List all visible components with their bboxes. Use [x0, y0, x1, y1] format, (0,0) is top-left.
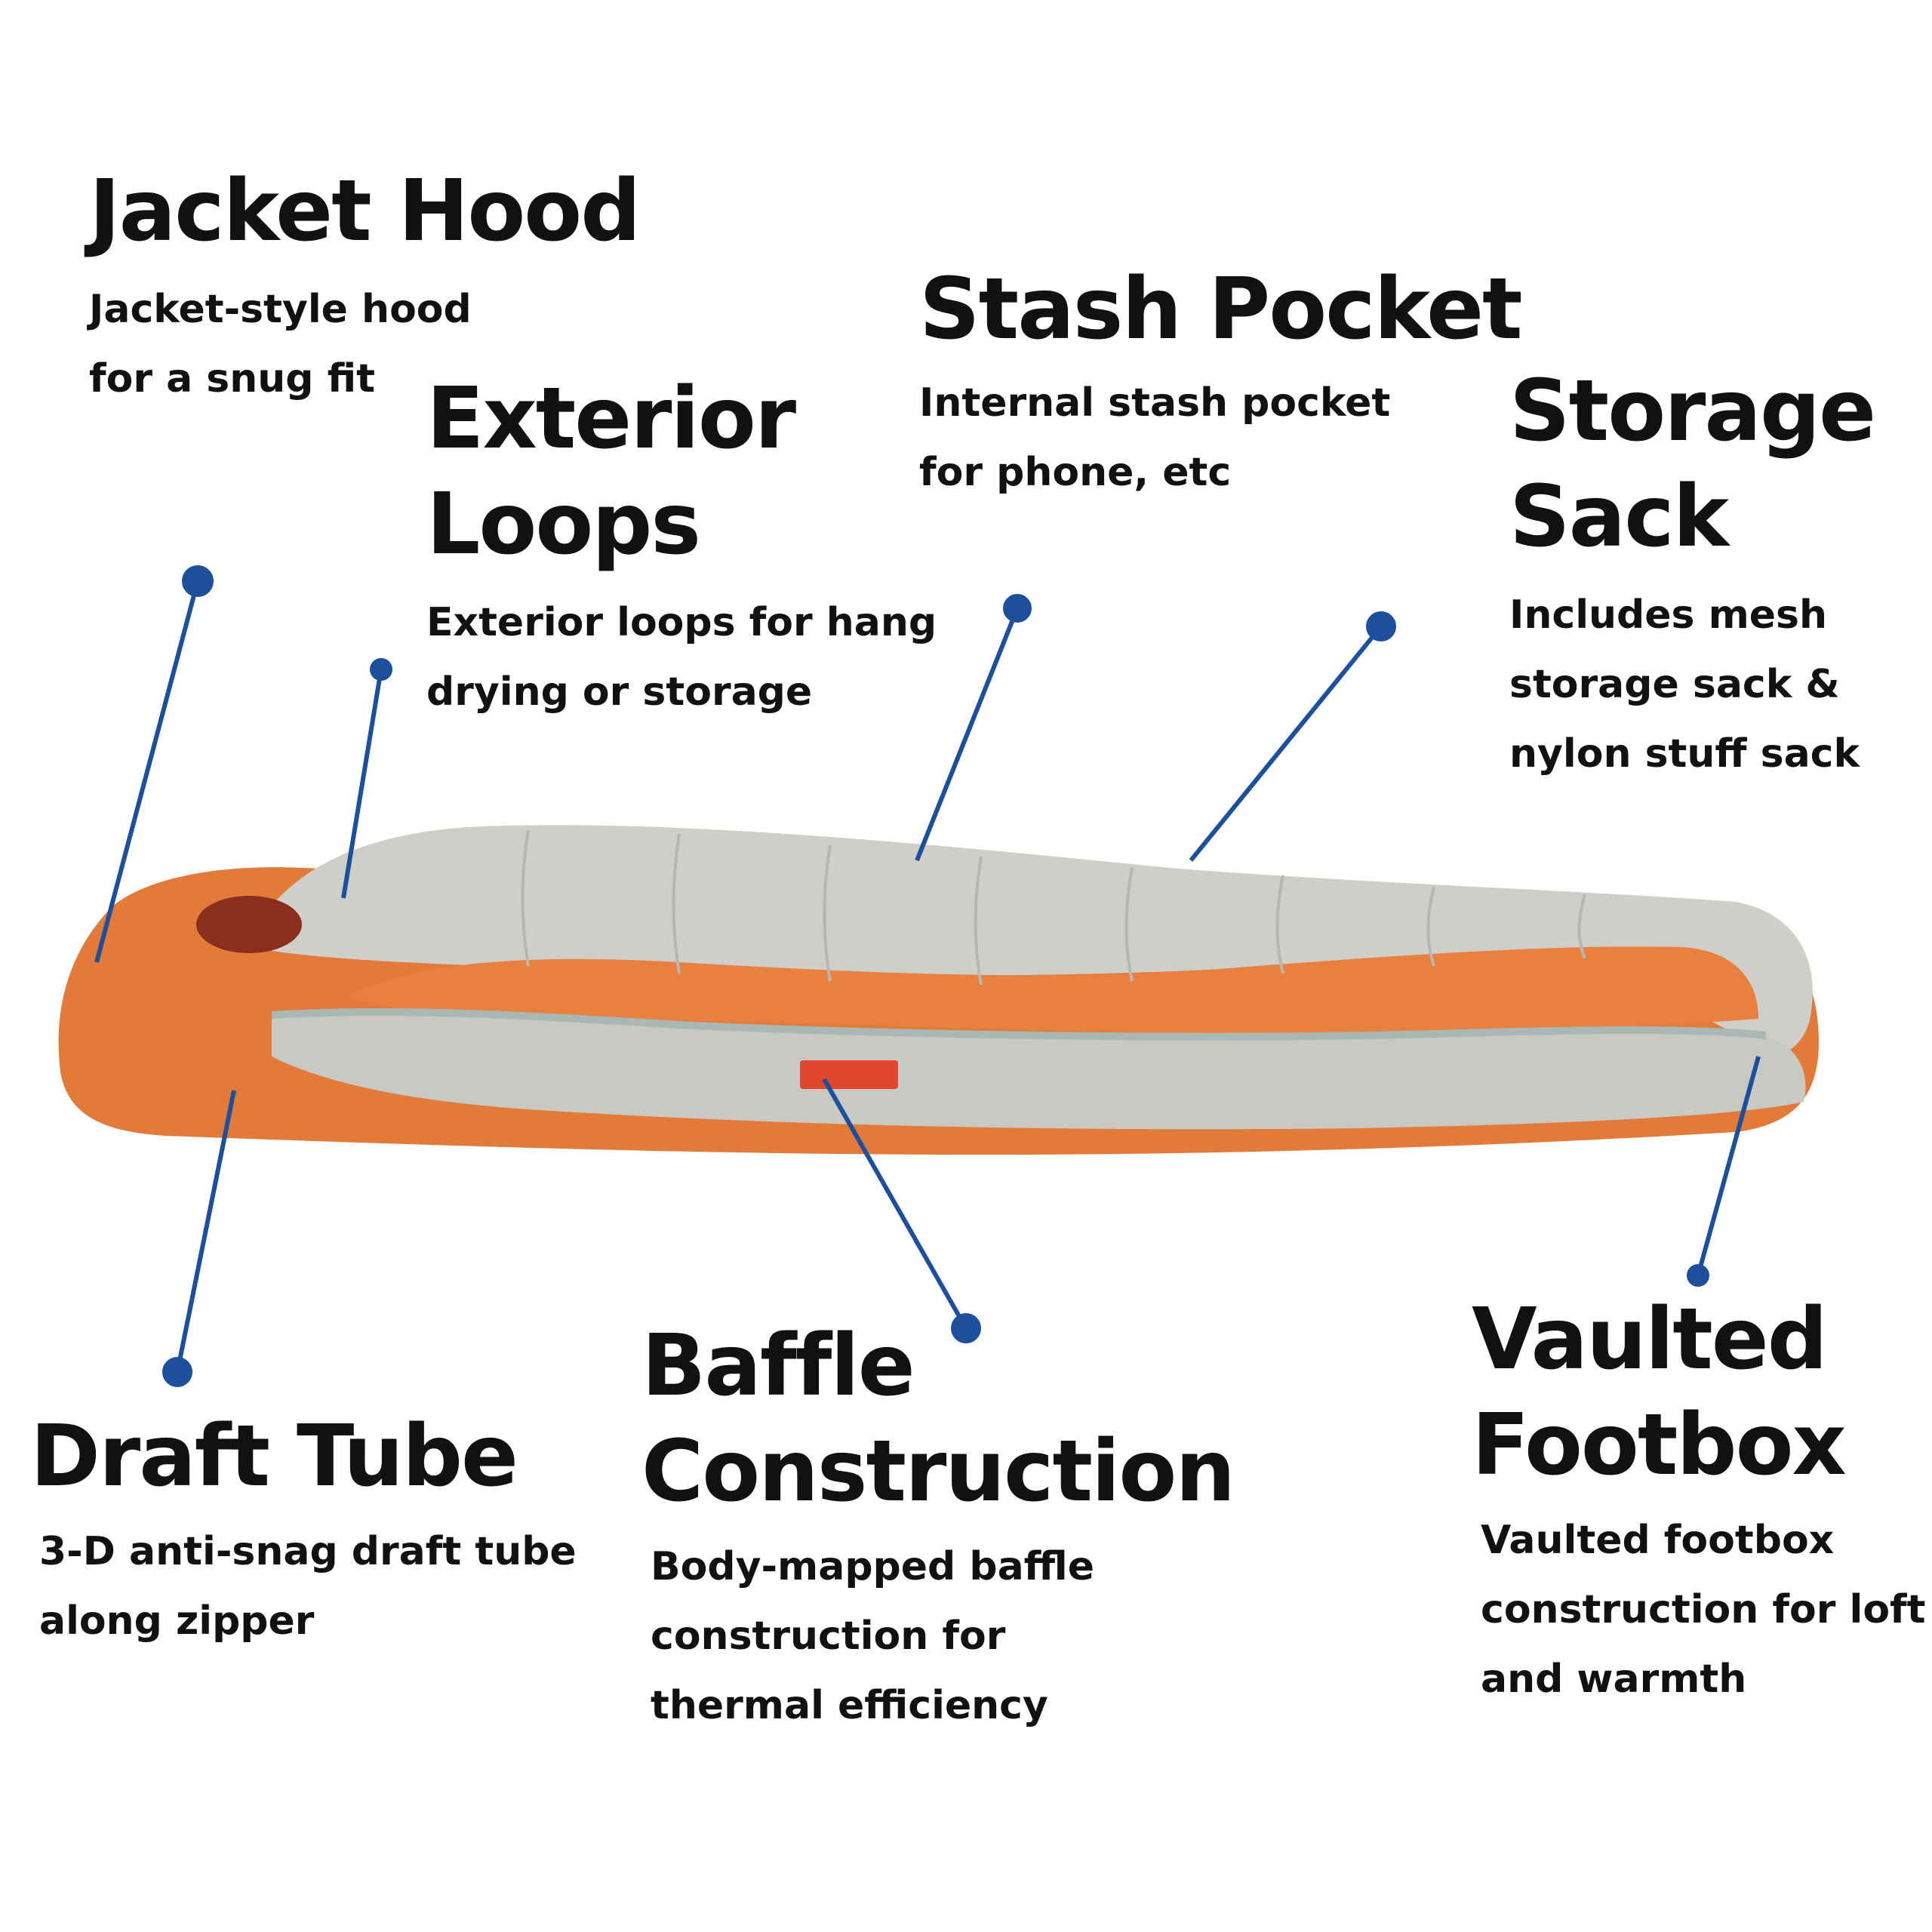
callout-draft-tube: Draft Tube 3-D anti-snag draft tube alon…	[30, 1404, 577, 1656]
product-label	[800, 1060, 898, 1089]
exterior-loops-title: Exterior Loops	[426, 370, 796, 574]
bag-shell-gray-top	[272, 825, 1813, 1057]
stash-pocket-desc: Internal stash pocket for phone, etc	[919, 380, 1391, 495]
storage-sack-desc: Includes mesh storage sack & nylon stuff…	[1509, 592, 1860, 777]
jacket-hood-desc: Jacket-style hood for a snug fit	[89, 287, 472, 401]
leader-dot-exterior-loops	[370, 658, 392, 681]
vaulted-footbox-desc: Vaulted footbox construction for loft an…	[1481, 1518, 1926, 1702]
jacket-hood-title: Jacket Hood	[89, 162, 641, 260]
leader-baffle-construction	[822, 1078, 968, 1330]
exterior-loops-desc: Exterior loops for hang drying or storag…	[426, 600, 937, 715]
leader-dot-vaulted-footbox	[1687, 1264, 1709, 1287]
leader-vaulted-footbox	[1696, 1056, 1761, 1276]
zipper	[271, 1008, 1767, 1041]
vaulted-footbox-title: Vaulted Footbox	[1472, 1291, 1847, 1494]
leader-jacket-hood	[94, 580, 200, 963]
draft-tube-desc: 3-D anti-snag draft tube along zipper	[39, 1529, 577, 1644]
callout-leaders	[94, 565, 1761, 1387]
baffle-lines	[521, 829, 1586, 986]
leader-storage-sack	[1189, 625, 1383, 862]
leader-dot-jacket-hood	[182, 565, 214, 597]
hood-opening	[196, 896, 302, 953]
leader-dot-stash-pocket	[1003, 594, 1032, 623]
leader-stash-pocket	[915, 607, 1020, 862]
stash-pocket-title: Stash Pocket	[919, 260, 1523, 358]
leader-exterior-loops	[341, 669, 383, 899]
leader-dot-draft-tube	[162, 1357, 192, 1387]
leader-dot-baffle-construction	[951, 1313, 981, 1343]
leader-draft-tube	[175, 1090, 236, 1373]
sleeping-bag	[58, 825, 1820, 1155]
bag-interior-orange	[347, 946, 1758, 1034]
callout-vaulted-footbox: Vaulted Footbox Vaulted footbox construc…	[1472, 1287, 1926, 1714]
leader-dot-storage-sack	[1366, 611, 1396, 641]
storage-sack-title: Storage Sack	[1509, 362, 1876, 566]
bag-flap-gray	[272, 1011, 1806, 1130]
callout-stash-pocket: Stash Pocket Internal stash pocket for p…	[919, 257, 1523, 507]
callout-baffle-construction: Baffle Construction Body-mapped baffle c…	[641, 1313, 1235, 1740]
callout-exterior-loops: Exterior Loops Exterior loops for hang d…	[426, 366, 937, 727]
baffle-construction-desc: Body-mapped baffle construction for ther…	[651, 1544, 1094, 1728]
draft-tube-title: Draft Tube	[30, 1407, 518, 1506]
callout-jacket-hood: Jacket Hood Jacket-style hood for a snug…	[89, 158, 641, 414]
callout-storage-sack: Storage Sack Includes mesh storage sack …	[1509, 358, 1876, 789]
baffle-construction-title: Baffle Construction	[641, 1317, 1235, 1521]
